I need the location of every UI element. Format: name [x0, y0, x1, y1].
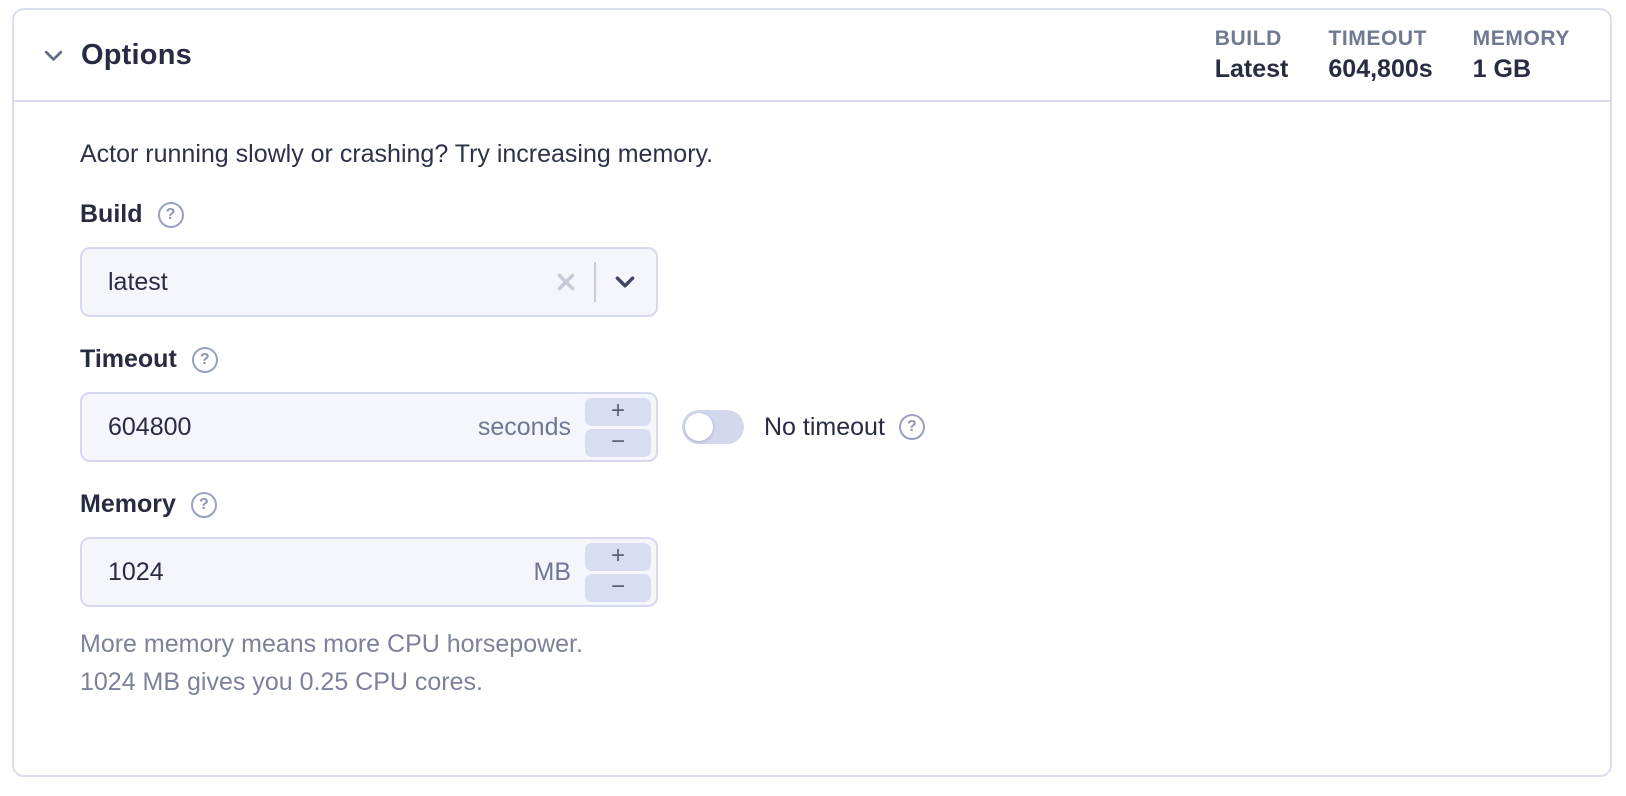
memory-increment-button[interactable]: +	[585, 541, 651, 571]
help-glyph: ?	[199, 350, 210, 368]
build-label-row: Build ?	[80, 199, 1570, 230]
options-accordion-header[interactable]: Options BUILD Latest TIMEOUT 604,800s ME…	[14, 10, 1610, 102]
summary-memory-value: 1 GB	[1472, 54, 1532, 83]
plus-icon: +	[610, 396, 625, 424]
memory-unit-label: MB	[533, 557, 572, 586]
options-summary: BUILD Latest TIMEOUT 604,800s MEMORY 1 G…	[1215, 27, 1570, 84]
no-timeout-label-row: No timeout ?	[764, 413, 925, 442]
help-glyph: ?	[165, 205, 176, 223]
build-help-icon[interactable]: ?	[157, 201, 184, 228]
summary-memory-label: MEMORY	[1472, 26, 1570, 50]
timeout-label: Timeout	[80, 345, 177, 373]
plus-icon: +	[610, 541, 625, 569]
timeout-steppers: + −	[585, 396, 651, 457]
build-field: Build ?	[80, 199, 1570, 317]
no-timeout-help-icon[interactable]: ?	[898, 414, 925, 440]
panel-title: Options	[81, 38, 192, 71]
memory-help-line-1: More memory means more CPU horsepower.	[80, 630, 583, 658]
help-glyph: ?	[198, 495, 209, 513]
timeout-input-shell[interactable]: seconds + −	[80, 392, 658, 462]
clear-x-icon[interactable]	[554, 270, 578, 294]
help-glyph: ?	[907, 418, 917, 435]
memory-label: Memory	[80, 490, 176, 518]
input-divider	[594, 262, 596, 302]
build-dropdown-chevron-down-icon[interactable]	[612, 269, 638, 295]
memory-field: Memory ? MB + − More memory means	[80, 489, 1570, 701]
options-body: Actor running slowly or crashing? Try in…	[14, 102, 1610, 701]
build-input[interactable]	[82, 249, 554, 315]
timeout-control-row: seconds + − No timeout	[80, 392, 1570, 462]
memory-help-text: More memory means more CPU horsepower. 1…	[80, 625, 1570, 701]
toggle-knob	[685, 413, 713, 441]
no-timeout-label: No timeout	[764, 412, 885, 441]
memory-decrement-button[interactable]: −	[585, 572, 651, 602]
build-label: Build	[80, 200, 143, 228]
memory-steppers: + −	[585, 541, 651, 602]
summary-timeout: TIMEOUT 604,800s	[1328, 27, 1432, 84]
collapse-chevron-down-icon[interactable]	[40, 42, 67, 69]
summary-memory: MEMORY 1 GB	[1473, 27, 1570, 84]
memory-input[interactable]	[82, 539, 534, 605]
memory-label-row: Memory ?	[80, 489, 1570, 520]
summary-build: BUILD Latest	[1215, 27, 1289, 84]
memory-help-icon[interactable]: ?	[190, 491, 217, 518]
minus-icon: −	[610, 427, 625, 455]
timeout-input[interactable]	[82, 394, 478, 460]
timeout-decrement-button[interactable]: −	[585, 427, 651, 457]
memory-input-shell[interactable]: MB + −	[80, 537, 658, 607]
summary-build-label: BUILD	[1214, 26, 1282, 50]
summary-build-value: Latest	[1214, 54, 1289, 83]
timeout-help-icon[interactable]: ?	[191, 346, 218, 373]
summary-timeout-label: TIMEOUT	[1328, 26, 1428, 50]
minus-icon: −	[610, 572, 625, 600]
timeout-label-row: Timeout ?	[80, 344, 1570, 375]
build-select[interactable]	[80, 247, 658, 317]
timeout-field: Timeout ? seconds + −	[80, 344, 1570, 462]
no-timeout-toggle[interactable]	[682, 410, 744, 444]
memory-help-line-2: 1024 MB gives you 0.25 CPU cores.	[80, 668, 483, 696]
options-panel: Options BUILD Latest TIMEOUT 604,800s ME…	[12, 8, 1612, 777]
timeout-unit-label: seconds	[477, 412, 571, 441]
intro-text: Actor running slowly or crashing? Try in…	[80, 140, 714, 168]
timeout-increment-button[interactable]: +	[585, 396, 651, 426]
summary-timeout-value: 604,800s	[1328, 54, 1433, 83]
